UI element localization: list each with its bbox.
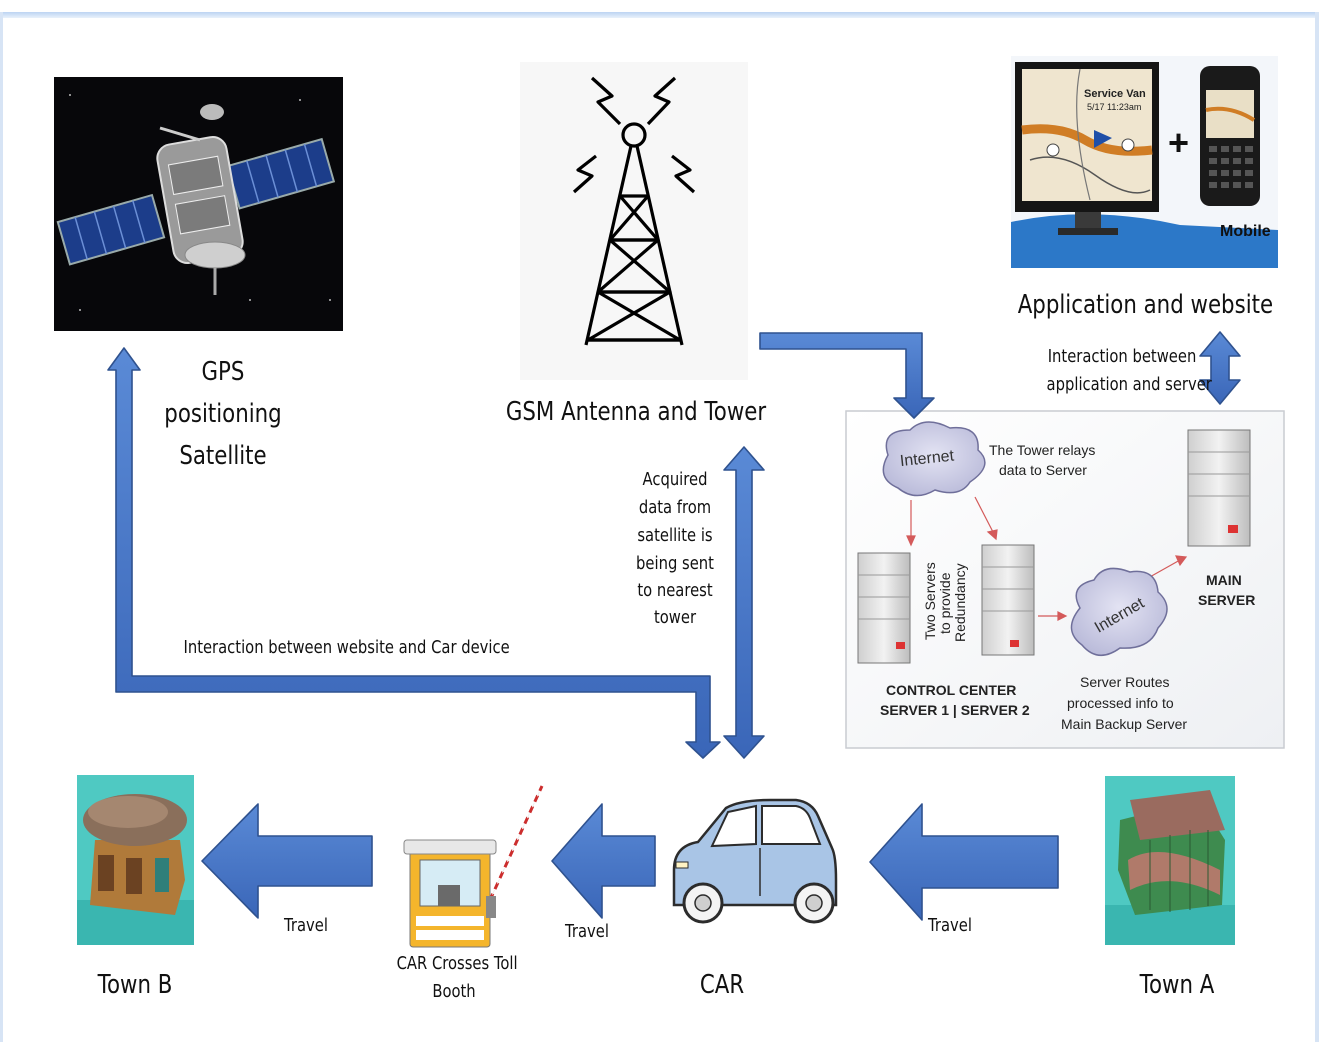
interaction-app-line-2: application and server bbox=[1046, 374, 1212, 395]
interaction-app-line-1: Interaction between bbox=[1047, 346, 1197, 367]
internet-label-1: Internet bbox=[899, 447, 955, 470]
main-server-line-2: SERVER bbox=[1198, 592, 1255, 608]
main-server-icon bbox=[1187, 429, 1251, 547]
travel-arrow-toll-townb bbox=[201, 803, 373, 919]
travel-arrow-car-toll bbox=[551, 803, 656, 919]
tower-car-double-arrow bbox=[723, 446, 765, 759]
solar-panel-left bbox=[56, 193, 166, 266]
application-image: Service Van 5/17 11:23am + Mobile bbox=[1011, 56, 1278, 268]
relay-line-1: The Tower relays bbox=[989, 442, 1095, 458]
toll-booth-image bbox=[403, 785, 544, 948]
server-1-icon bbox=[857, 552, 911, 664]
gps-car-connector-arrow bbox=[107, 347, 721, 759]
two-servers-text: Two Servers to provide Redundancy bbox=[922, 562, 968, 642]
gsm-label: GSM Antenna and Tower bbox=[505, 397, 767, 427]
relay-line-2: data to Server bbox=[999, 462, 1087, 478]
acquired-line-5: to nearest bbox=[637, 580, 713, 601]
app-server-double-arrow bbox=[1199, 331, 1241, 405]
two-servers-line-3: Redundancy bbox=[952, 563, 968, 642]
mobile-label: Mobile bbox=[1220, 223, 1271, 240]
stars bbox=[69, 94, 331, 311]
town-a-label: Town A bbox=[1139, 970, 1215, 1000]
routes-line-2: processed info to bbox=[1067, 695, 1174, 711]
server-2-icon bbox=[981, 544, 1035, 656]
routes-line-1: Server Routes bbox=[1080, 674, 1169, 690]
acquired-line-4: being sent bbox=[636, 553, 714, 574]
car-label: CAR bbox=[699, 970, 745, 1000]
toll-label-line-2: Booth bbox=[432, 981, 476, 1002]
window-top-border bbox=[0, 12, 1319, 18]
server-panel: Internet The Tower relays data to Server bbox=[845, 410, 1285, 749]
satellite-body bbox=[156, 104, 246, 295]
internet-cloud-1: Internet bbox=[882, 421, 986, 497]
satellite-image bbox=[54, 77, 343, 331]
gsm-tower-icon bbox=[520, 62, 748, 380]
travel-label-towna: Travel bbox=[928, 915, 972, 936]
control-center-line-1: CONTROL CENTER bbox=[886, 682, 1016, 698]
travel-label-townb: Travel bbox=[284, 915, 328, 936]
plus-sign: + bbox=[1168, 122, 1189, 163]
gps-label-line-3: Satellite bbox=[179, 441, 267, 471]
acquired-line-2: data from bbox=[638, 497, 712, 518]
town-b-label: Town B bbox=[97, 970, 173, 1000]
monitor-title: Service Van bbox=[1084, 88, 1146, 100]
app-label: Application and website bbox=[1017, 290, 1274, 320]
gps-label-line-1: GPS bbox=[201, 357, 245, 387]
acquired-line-6: tower bbox=[653, 607, 697, 628]
town-a-image bbox=[1105, 776, 1235, 945]
window-right-border bbox=[1315, 12, 1319, 1042]
monitor-time: 5/17 11:23am bbox=[1087, 102, 1141, 112]
town-b-image bbox=[77, 775, 194, 945]
acquired-line-1: Acquired bbox=[642, 469, 708, 490]
travel-arrow-towna-car bbox=[869, 803, 1059, 921]
window-left-border bbox=[0, 12, 3, 1042]
toll-label-line-1: CAR Crosses Toll bbox=[396, 953, 518, 974]
control-center-line-2: SERVER 1 | SERVER 2 bbox=[880, 702, 1030, 718]
two-servers-line-2: to provide bbox=[937, 572, 953, 634]
travel-label-toll: Travel bbox=[565, 921, 609, 942]
interaction-car-label: Interaction between website and Car devi… bbox=[183, 637, 510, 658]
two-servers-line-1: Two Servers bbox=[922, 562, 938, 640]
gps-label-line-2: positioning bbox=[164, 399, 282, 429]
main-server-line-1: MAIN bbox=[1206, 572, 1242, 588]
car-image bbox=[672, 798, 838, 924]
internet-cloud-2: Internet bbox=[1070, 567, 1168, 656]
tower-server-arrow bbox=[759, 332, 935, 419]
routes-line-3: Main Backup Server bbox=[1061, 716, 1187, 732]
acquired-line-3: satellite is bbox=[637, 525, 713, 546]
